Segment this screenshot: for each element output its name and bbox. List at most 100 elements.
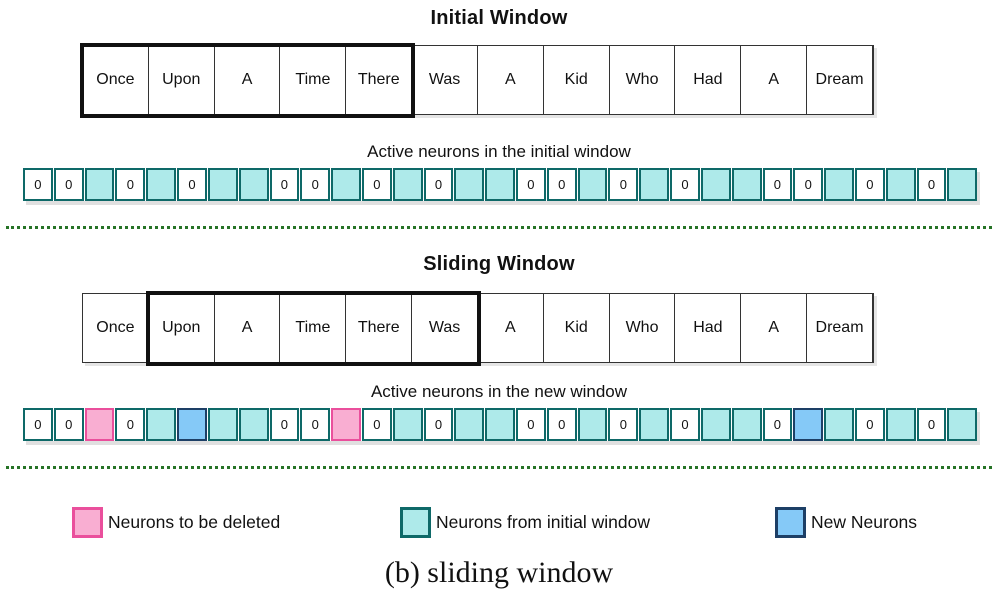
neuron-cell-zero: 0 [516, 408, 546, 441]
legend-label-pink: Neurons to be deleted [108, 511, 281, 532]
neuron-cell-zero: 0 [546, 408, 577, 441]
word-cell-kid: Kid [543, 294, 610, 362]
neuron-cell-pink [331, 408, 361, 441]
neuron-cell-blue [177, 408, 207, 441]
new-neurons-label: Active neurons in the new window [370, 382, 628, 401]
neuron-cell-zero: 0 [53, 408, 84, 441]
word-cell-once: Once [83, 46, 149, 114]
neuron-cell-zero: 0 [916, 408, 947, 441]
sliding-window-title: Sliding Window [423, 253, 575, 275]
neuron-cell-zero: 0 [762, 168, 793, 201]
neuron-cell-zero: 0 [177, 168, 207, 201]
neuron-cell-zero: 0 [854, 168, 885, 201]
word-cell-upon: Upon [148, 46, 215, 114]
neuron-cell-zero: 0 [608, 408, 639, 441]
neuron-cell-zero: 0 [300, 408, 331, 441]
neuron-cell-zero: 0 [423, 408, 454, 441]
word-cell-a: A [214, 294, 281, 362]
word-cell-dream: Dream [807, 46, 873, 114]
word-cell-was: Was [412, 294, 478, 362]
word-cell-a: A [477, 46, 544, 114]
neuron-cell-blue [793, 408, 824, 441]
neuron-cell-cyan [207, 168, 238, 201]
neuron-cell-cyan [207, 408, 238, 441]
neuron-cell-cyan [392, 408, 423, 441]
neuron-cell-cyan [731, 408, 762, 441]
word-cell-who: Who [609, 294, 676, 362]
neuron-cell-zero: 0 [300, 168, 331, 201]
neuron-cell-zero: 0 [546, 168, 577, 201]
legend-swatch-blue [775, 506, 806, 538]
neuron-cell-cyan [731, 168, 762, 201]
dotted-divider-top [6, 226, 992, 229]
neuron-cell-zero: 0 [115, 168, 146, 201]
neuron-cell-cyan [146, 408, 177, 441]
word-cell-time: Time [280, 294, 347, 362]
neuron-cell-zero: 0 [762, 408, 793, 441]
neuron-cell-cyan [84, 168, 115, 201]
neuron-cell-zero: 0 [854, 408, 885, 441]
neuron-cell-zero: 0 [269, 408, 300, 441]
word-cell-there: There [346, 294, 413, 362]
legend-label-blue: New Neurons [811, 511, 918, 532]
neuron-cell-cyan [454, 408, 485, 441]
neuron-cell-zero: 0 [793, 168, 824, 201]
neuron-cell-cyan [700, 168, 731, 201]
neuron-cell-zero: 0 [53, 168, 84, 201]
word-cell-had: Had [675, 46, 742, 114]
neuron-cell-zero: 0 [916, 168, 947, 201]
neuron-cell-zero: 0 [115, 408, 146, 441]
word-cell-who: Who [609, 46, 676, 114]
dotted-divider-bottom [6, 466, 992, 469]
neuron-cell-zero: 0 [23, 168, 53, 201]
neuron-cell-zero: 0 [23, 408, 53, 441]
neuron-cell-cyan [238, 168, 269, 201]
word-cell-dream: Dream [807, 294, 873, 362]
neuron-cell-cyan [824, 168, 854, 201]
word-cell-there: There [346, 46, 413, 114]
word-cell-a: A [741, 46, 808, 114]
word-cell-kid: Kid [543, 46, 610, 114]
neuron-cell-cyan [885, 168, 916, 201]
neuron-cell-cyan [392, 168, 423, 201]
neuron-cell-cyan [700, 408, 731, 441]
word-cell-time: Time [280, 46, 347, 114]
neuron-cell-cyan [577, 168, 608, 201]
neuron-cell-cyan [639, 408, 670, 441]
word-cell-upon: Upon [148, 294, 215, 362]
neuron-cell-zero: 0 [361, 168, 392, 201]
neuron-cell-cyan [947, 408, 978, 441]
figure-caption: (b) sliding window [384, 556, 614, 589]
neuron-cell-cyan [577, 408, 608, 441]
neuron-cell-cyan [485, 168, 515, 201]
initial-window-title: Initial Window [430, 7, 568, 29]
neuron-cell-zero: 0 [516, 168, 546, 201]
neuron-cell-zero: 0 [670, 168, 700, 201]
neuron-cell-cyan [454, 168, 485, 201]
neuron-cell-zero: 0 [269, 168, 300, 201]
neuron-cell-zero: 0 [670, 408, 700, 441]
neuron-cell-cyan [485, 408, 515, 441]
legend-item-cyan: Neurons from initial window [400, 505, 650, 539]
neuron-cell-pink [84, 408, 115, 441]
neuron-cell-cyan [639, 168, 670, 201]
neuron-cell-cyan [146, 168, 177, 201]
neuron-cell-zero: 0 [608, 168, 639, 201]
legend-item-pink: Neurons to be deleted [72, 505, 280, 539]
word-cell-once: Once [83, 294, 149, 362]
word-cell-was: Was [412, 46, 478, 114]
neuron-cell-cyan [885, 408, 916, 441]
initial-neurons-label: Active neurons in the initial window [367, 142, 631, 161]
word-cell-a: A [741, 294, 808, 362]
word-cell-had: Had [675, 294, 742, 362]
legend-swatch-pink [72, 506, 103, 538]
legend-item-blue: New Neurons [775, 505, 917, 539]
neuron-cell-zero: 0 [361, 408, 392, 441]
neuron-cell-cyan [824, 408, 854, 441]
neuron-cell-zero: 0 [423, 168, 454, 201]
